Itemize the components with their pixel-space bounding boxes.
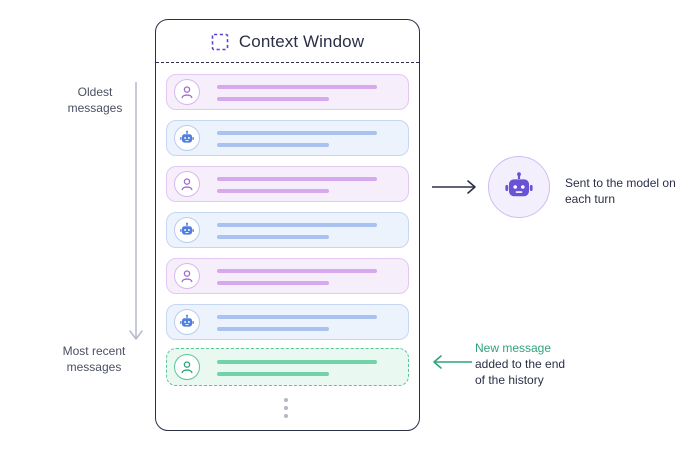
message-text-line	[217, 315, 377, 319]
robot-icon	[180, 222, 194, 235]
message-text-line	[217, 327, 329, 331]
assistant-message-3	[166, 304, 409, 340]
user-icon	[181, 361, 193, 374]
message-text-line	[217, 281, 329, 285]
assistant-message-2	[166, 212, 409, 248]
new-message-highlight: New message	[475, 341, 552, 355]
message-text-line	[217, 189, 329, 193]
message-text-line	[217, 269, 377, 273]
message-text-line	[217, 235, 329, 239]
header-divider	[156, 62, 419, 63]
context-window-header: Context Window	[156, 20, 419, 63]
message-text-line	[217, 143, 329, 147]
assistant-avatar	[174, 125, 200, 151]
user-avatar	[174, 79, 200, 105]
user-avatar	[174, 171, 200, 197]
new-message-annotation: New message added to the end of the hist…	[475, 340, 585, 388]
robot-icon	[505, 172, 533, 197]
message-text-line	[217, 223, 377, 227]
oldest-messages-label: Oldest messages	[67, 85, 123, 115]
message-text-line	[217, 131, 377, 135]
assistant-avatar	[174, 309, 200, 335]
assistant-avatar	[174, 217, 200, 243]
timeline-arrow	[129, 82, 143, 340]
robot-icon	[180, 314, 194, 327]
message-text-line	[217, 97, 329, 101]
message-text-line	[217, 85, 377, 89]
arrow-to-new-message	[433, 355, 472, 369]
assistant-message-1	[166, 120, 409, 156]
new-user-message	[166, 348, 409, 386]
most-recent-messages-label: Most recent messages	[62, 344, 126, 374]
user-message-2	[166, 166, 409, 202]
context-window: Context Window	[155, 19, 420, 431]
dashed-square-icon	[211, 33, 229, 50]
model-label: Sent to the model on each turn	[565, 176, 676, 206]
robot-icon	[180, 130, 194, 143]
user-avatar	[174, 263, 200, 289]
message-text-line	[217, 372, 329, 376]
message-text-line	[217, 360, 377, 364]
user-message-1	[166, 74, 409, 110]
user-icon	[181, 86, 193, 99]
arrow-to-model	[432, 180, 476, 194]
more-history-ellipsis	[283, 398, 289, 422]
model-node	[488, 156, 550, 218]
user-icon	[181, 270, 193, 283]
message-text-line	[217, 177, 377, 181]
user-icon	[181, 178, 193, 191]
new-message-description-1: added to the end	[475, 357, 566, 371]
new-message-description-2: of the history	[475, 373, 544, 387]
new-user-avatar	[174, 354, 200, 380]
context-window-title: Context Window	[238, 31, 365, 51]
user-message-3	[166, 258, 409, 294]
